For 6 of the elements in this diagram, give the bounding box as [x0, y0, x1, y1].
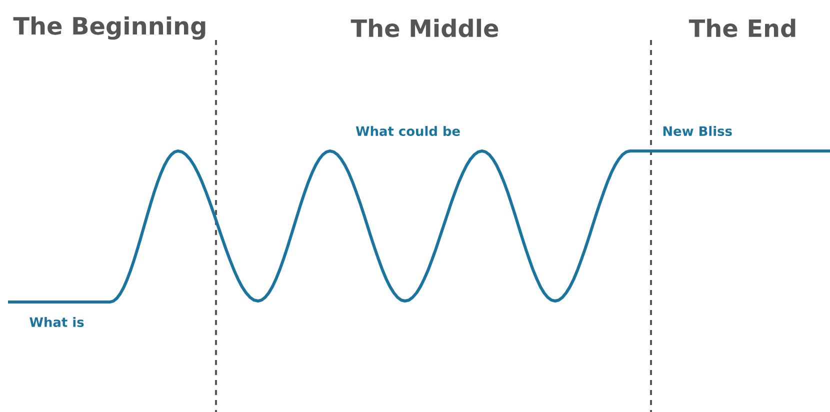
heading: The End: [688, 18, 796, 38]
heading: The Beginning: [13, 16, 206, 40]
curve-label: What could be: [356, 126, 460, 136]
curve-label: What is: [30, 317, 84, 328]
curve-label: New Bliss: [663, 126, 732, 136]
heading: The Middle: [350, 18, 498, 38]
